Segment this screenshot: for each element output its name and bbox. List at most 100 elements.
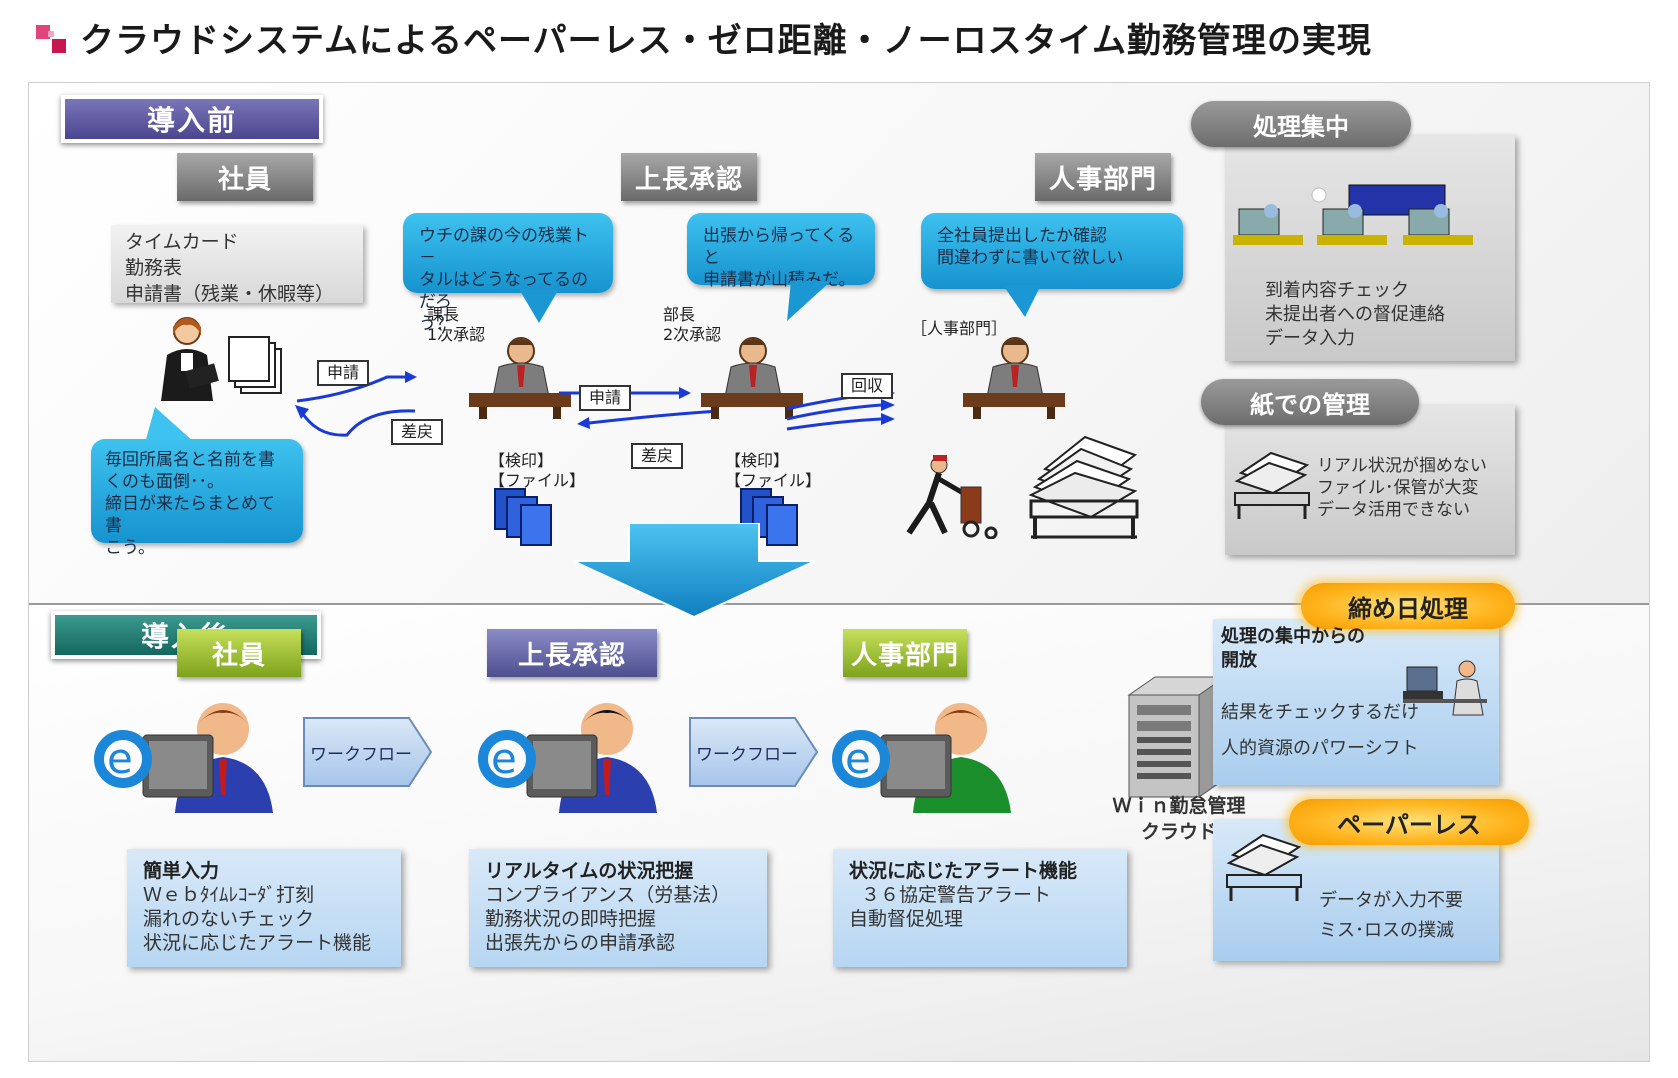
label-line: クラウド xyxy=(1140,821,1217,843)
pill-paperless: ペーパーレス xyxy=(1289,799,1529,845)
bubble-line: くのも面倒･･。 xyxy=(105,472,224,492)
dept-head-speech-bubble: 出張から帰ってくると 申請書が山積みだ。 xyxy=(687,213,875,290)
blue-files-icon xyxy=(494,488,552,546)
role-tag-hr-after: 人事部門 xyxy=(843,629,967,677)
delivery-person-with-cart-icon xyxy=(906,455,998,539)
workflow-arrow-shape xyxy=(303,717,433,787)
bubble-tail xyxy=(787,281,831,321)
side-item: リアル状況が掴めない xyxy=(1317,456,1487,476)
hr-label: ［人事部門］ xyxy=(911,319,1008,338)
label-line: 【検印】 xyxy=(725,451,790,470)
label-line: 1次承認 xyxy=(427,325,486,344)
closing-day-heading: 処理の集中からの 開放 xyxy=(1221,625,1365,673)
office-workers-at-desks-icon xyxy=(1233,184,1473,245)
side-item: 未提出者への督促連絡 xyxy=(1265,304,1445,325)
workflow-arrow-shape xyxy=(689,717,819,787)
side-item: 結果をチェックするだけ xyxy=(1221,702,1419,723)
side-item: データ入力 xyxy=(1265,328,1355,349)
cloud-server-icon xyxy=(1127,676,1227,798)
employee-benefits-box: 簡単入力 Ｗｅｂﾀｲﾑﾚｺｰﾀﾞ打刻 漏れのないチェック 状況に応じたアラート機… xyxy=(127,849,401,967)
page-title: クラウドシステムによるペーパーレス・ゼロ距離・ノーロスタイム勤務管理の実現 xyxy=(80,20,1372,61)
side-item: 人的資源のパワーシフト xyxy=(1221,738,1419,759)
box-heading: 簡単入力 xyxy=(143,860,220,882)
box-item: 漏れのないチェック xyxy=(143,908,315,930)
heading-line: 処理の集中からの xyxy=(1221,626,1365,647)
hr-benefits-box: 状況に応じたアラート機能 ３６協定警告アラート 自動督促処理 xyxy=(833,849,1127,967)
box-heading: リアルタイムの状況把握 xyxy=(485,860,694,882)
stamp-file-label-2: 【検印】 【ファイル】 xyxy=(725,451,821,491)
flow-label-return-1: 差戻 xyxy=(391,419,444,445)
title-bullet-icon xyxy=(32,19,68,55)
flow-label-apply-1: 申請 xyxy=(317,360,370,386)
paper-pile-tray-icon xyxy=(1028,435,1139,539)
side-item: ミス･ロスの撲滅 xyxy=(1319,920,1454,941)
label-line: 課長 xyxy=(427,305,460,324)
box-heading: 状況に応じたアラート機能 xyxy=(849,860,1078,882)
bubble-line: こう。 xyxy=(105,538,155,558)
heading-line: 開放 xyxy=(1221,650,1257,671)
svg-text:e: e xyxy=(845,734,871,783)
pill-processing-concentration: 処理集中 xyxy=(1191,101,1411,147)
svg-text:e: e xyxy=(491,734,517,783)
label-line: Ｗｉｎ勤怠管理 xyxy=(1112,795,1246,817)
side-item: データが入力不要 xyxy=(1319,890,1463,911)
approver-benefits-box: リアルタイムの状況把握 コンプライアンス（労基法） 勤務状況の即時把握 出張先か… xyxy=(469,849,767,967)
processing-items: 到着内容チェック 未提出者への督促連絡 データ入力 xyxy=(1265,279,1445,351)
section-divider xyxy=(29,603,1649,605)
label-line: 【検印】 xyxy=(489,451,554,470)
box-item: コンプライアンス（労基法） xyxy=(485,884,731,906)
flow-label-return-2: 差戻 xyxy=(631,443,684,469)
workflow-arrow-1: ワークフロー xyxy=(303,717,433,787)
employee-pc-user-icon: e xyxy=(94,703,273,813)
bubble-line: 締日が来たらまとめて書 xyxy=(105,494,275,536)
dept-head-at-desk-icon xyxy=(701,337,803,419)
bubble-line: う？ xyxy=(419,314,453,334)
role-tag-approver-before: 上長承認 xyxy=(621,153,757,201)
label-line: 2次承認 xyxy=(663,325,722,344)
approver-pc-user-icon: e xyxy=(478,703,657,813)
label-line: 【ファイル】 xyxy=(725,471,822,490)
side-item: ファイル･保管が大変 xyxy=(1317,478,1479,498)
bubble-line: タルはどうなってるのだろ xyxy=(419,270,589,312)
role-tag-approver-after: 上長承認 xyxy=(487,629,657,677)
side-item: データ活用できない xyxy=(1317,500,1470,520)
box-item: 自動督促処理 xyxy=(849,908,964,930)
box-item: ３６協定警告アラート xyxy=(861,884,1052,906)
cloud-server-label: Ｗｉｎ勤怠管理 クラウド xyxy=(1089,793,1269,845)
paper-documents-icon xyxy=(228,336,282,394)
processing-concentration-panel xyxy=(1225,135,1515,361)
employee-woman-icon xyxy=(161,317,219,401)
pill-paper-management: 紙での管理 xyxy=(1201,379,1419,425)
label-line: 【ファイル】 xyxy=(489,471,586,490)
workflow-label-2: ワークフロー xyxy=(696,744,798,765)
workflow-arrow-2: ワークフロー xyxy=(689,717,819,787)
bubble-line: 全社員提出したか確認 xyxy=(937,226,1107,246)
note-line: 申請書（残業・休暇等） xyxy=(125,283,335,305)
bubble-tail xyxy=(519,289,559,323)
role-tag-hr-before: 人事部門 xyxy=(1035,153,1171,201)
bubble-tail xyxy=(1003,285,1041,317)
box-item: 状況に応じたアラート機能 xyxy=(143,932,372,954)
dept-head-label: 部長 2次承認 xyxy=(663,305,721,345)
pill-closing-day: 締め日処理 xyxy=(1301,583,1515,629)
label-line: 部長 xyxy=(663,305,696,324)
role-tag-employee-before: 社員 xyxy=(177,153,313,201)
bubble-line: 出張から帰ってくると xyxy=(703,226,855,268)
stamp-file-label-1: 【検印】 【ファイル】 xyxy=(489,451,585,491)
page-title-bar: クラウドシステムによるペーパーレス・ゼロ距離・ノーロスタイム勤務管理の実現 xyxy=(32,12,1372,62)
box-item: 出張先からの申請承認 xyxy=(485,932,676,954)
paperless-items: データが入力不要 ミス･ロスの撲滅 xyxy=(1319,889,1463,943)
bubble-line: ウチの課の今の残業ト－ xyxy=(419,226,589,268)
section-chief-label: 課長 1次承認 xyxy=(427,305,485,345)
closing-day-items: 結果をチェックするだけ 人的資源のパワーシフト xyxy=(1221,701,1419,761)
flow-label-apply-2: 申請 xyxy=(579,385,632,411)
note-line: 勤務表 xyxy=(125,257,183,279)
hr-pc-user-icon: e xyxy=(832,703,1011,813)
box-item: 勤務状況の即時把握 xyxy=(485,908,657,930)
bubble-tail xyxy=(145,407,195,443)
diagram-panel: 導入前 社員 上長承認 人事部門 タイムカード 勤務表 申請書（残業・休暇等） … xyxy=(28,82,1650,1062)
pc-operator-icon xyxy=(1403,660,1487,716)
section-chief-speech-bubble: ウチの課の今の残業ト－ タルはどうなってるのだろ う？ xyxy=(403,213,613,334)
svg-text:e: e xyxy=(107,734,133,783)
flow-arrows-employee-chief xyxy=(295,371,417,437)
